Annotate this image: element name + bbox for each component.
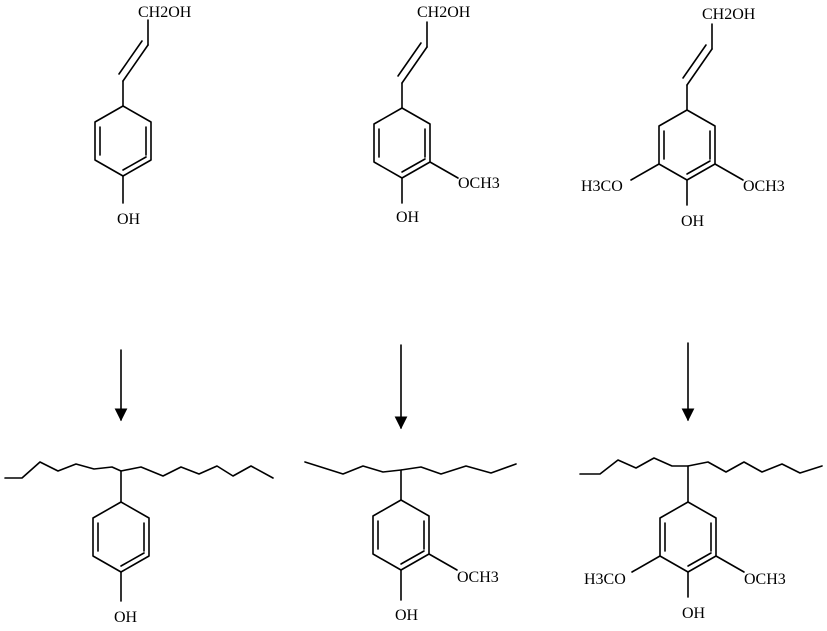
- methoxy-left-label: H3CO: [581, 178, 623, 195]
- polymer-chain: [4, 461, 274, 479]
- benzene-ring: [373, 107, 431, 179]
- benzene-ring: [658, 109, 716, 181]
- benzene-ring: [659, 501, 717, 573]
- side-chain-label: CH2OH: [138, 4, 192, 21]
- hydroxyl-label: OH: [682, 605, 706, 622]
- methoxy-label: OCH3: [457, 569, 499, 586]
- methoxy-left-label: H3CO: [584, 571, 626, 588]
- polymer-chain: [579, 457, 823, 475]
- s-unit-polymer: OCH3 H3CO OH: [579, 457, 823, 622]
- methoxy-right-label: OCH3: [743, 178, 785, 195]
- g-unit-polymer: OCH3 OH: [304, 461, 517, 624]
- hydroxyl-label: OH: [681, 213, 705, 230]
- benzene-ring: [372, 499, 430, 571]
- benzene-ring: [92, 501, 150, 573]
- coumaryl-alcohol: CH2OH OH: [94, 4, 192, 228]
- coniferyl-alcohol: CH2OH OCH3 OH: [373, 4, 500, 226]
- benzene-ring: [94, 105, 152, 177]
- hydroxyl-label: OH: [114, 609, 138, 626]
- methoxy-label: OCH3: [458, 175, 500, 192]
- hydroxyl-label: OH: [396, 209, 420, 226]
- h-unit-polymer: OH: [4, 461, 274, 626]
- hydroxyl-label: OH: [395, 607, 419, 624]
- methoxy-right-label: OCH3: [744, 571, 786, 588]
- hydroxyl-label: OH: [117, 211, 141, 228]
- side-chain-label: CH2OH: [417, 4, 471, 21]
- sinapyl-alcohol: CH2OH OCH3 H3CO OH: [581, 6, 785, 230]
- polymer-chain: [304, 461, 517, 475]
- side-chain-label: CH2OH: [702, 6, 756, 23]
